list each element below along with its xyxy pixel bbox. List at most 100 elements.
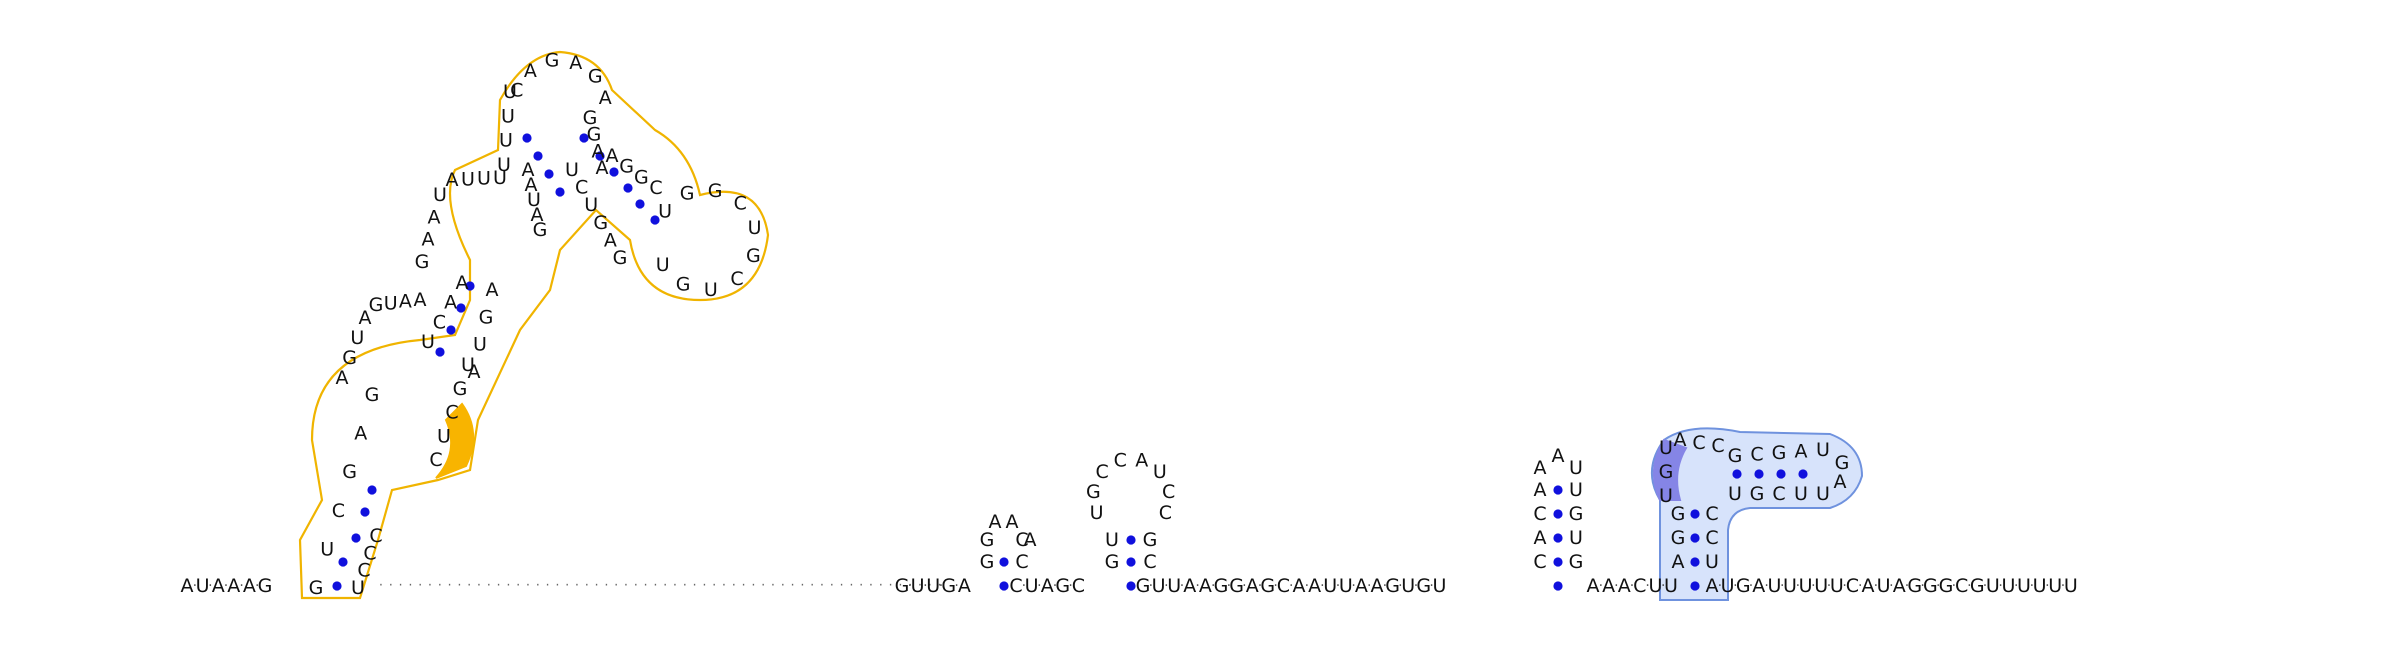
hairpin1-loop-base: A <box>989 511 1002 533</box>
gap-dot: · <box>742 579 746 594</box>
gap-dot: · <box>761 579 765 594</box>
domain-b-stem-base: C <box>1705 503 1718 525</box>
hairpin2-loop-base: C <box>1096 461 1109 483</box>
domain-a-stem-base: C <box>433 311 446 333</box>
domain-a-stem-base: C <box>332 500 345 522</box>
domain-b-junction-base: A <box>1674 429 1687 451</box>
gap-dot: · <box>497 579 501 594</box>
backbone-base: A <box>1706 575 1719 597</box>
backbone-base: U <box>1830 575 1844 597</box>
hairpin3-stem-base: A <box>1534 527 1547 549</box>
backbone-separator: · <box>1796 578 1800 594</box>
gap-dot: · <box>869 579 873 594</box>
gap-dot: · <box>908 579 912 594</box>
hairpin3-loop-base: A <box>1552 445 1565 467</box>
backbone-separator: · <box>1780 578 1784 594</box>
hairpin1-loop-base: A <box>1024 529 1037 551</box>
gap-dot: · <box>644 579 648 594</box>
domain-a-loop-base: G <box>680 183 695 205</box>
domain-a-loop-base: C <box>429 449 442 471</box>
backbone-base: G <box>1736 575 1751 597</box>
backbone-base: A <box>1371 575 1384 597</box>
domain-a-stem-base: G <box>583 107 598 129</box>
backbone-separator: · <box>1398 578 1402 594</box>
backbone-separator: · <box>939 578 943 594</box>
base-pair-dot <box>999 557 1009 567</box>
domain-b-arm-base: U <box>1816 439 1830 461</box>
gap-dot: · <box>438 579 442 594</box>
gap-dot: · <box>663 579 667 594</box>
backbone-separator: · <box>1614 578 1618 594</box>
base-pair-dot <box>999 581 1009 591</box>
backbone-separator: · <box>193 578 197 594</box>
domain-a-loop-base: A <box>599 87 612 109</box>
gap-dot: · <box>634 579 638 594</box>
base-pair-dot <box>1553 557 1563 567</box>
backbone-base: U <box>926 575 940 597</box>
base-pair-dot <box>595 151 605 161</box>
domain-a-stem-base: G <box>365 384 380 406</box>
hairpin3-stem-base: C <box>1533 503 1546 525</box>
gap-dot: · <box>800 579 804 594</box>
domain-a-loop-base: U <box>477 168 491 190</box>
backbone-separator: · <box>2014 578 2018 594</box>
domain-a-stem-base: A <box>456 272 469 294</box>
backbone-base: U <box>2064 575 2078 597</box>
backbone-separator: · <box>224 578 228 594</box>
gap-dot: · <box>859 579 863 594</box>
base-pair-dot <box>1553 485 1563 495</box>
backbone-separator: · <box>954 578 958 594</box>
gap-dot: · <box>781 579 785 594</box>
domain-a-stem-base: C <box>363 542 376 564</box>
backbone-separator: · <box>1383 578 1387 594</box>
domain-a-loop-base: G <box>545 50 560 72</box>
domain-a-loop-base: G <box>415 251 430 273</box>
base-pair-dot <box>1126 581 1136 591</box>
domain-fills <box>435 402 1864 601</box>
domain-a-stem-base: U <box>503 81 517 103</box>
backbone-base: A <box>1752 575 1765 597</box>
gap-dot: · <box>595 579 599 594</box>
backbone-separator: · <box>2030 578 2034 594</box>
domain-a-stem-base: G <box>587 124 602 146</box>
base-pair-dot <box>635 199 645 209</box>
backbone-base: A <box>1893 575 1906 597</box>
domain-a-stem-base: A <box>354 423 367 445</box>
gap-dot: · <box>408 579 412 594</box>
domain-a-loop-base: A <box>446 169 459 191</box>
backbone-separator: · <box>1305 578 1309 594</box>
domain-a-loop-base: U <box>658 200 672 222</box>
base-pair-dot <box>1732 469 1742 479</box>
gap-dot: · <box>889 579 893 594</box>
domain-a-loop-base: A <box>399 291 412 313</box>
linear-5prime-base: G <box>258 575 273 597</box>
hairpin2-loop-base: C <box>1114 450 1127 472</box>
hairpin2-loop-base: C <box>1159 502 1172 524</box>
backbone-separator: · <box>1053 578 1057 594</box>
base-pair-dot <box>1798 469 1808 479</box>
domain-b-stem-base: C <box>1705 527 1718 549</box>
backbone-base: C <box>1072 575 1085 597</box>
base-pair-dot <box>1553 581 1563 591</box>
gap-dot: · <box>653 579 657 594</box>
hairpin2-loop-base: U <box>1090 502 1104 524</box>
backbone-base: C <box>1277 575 1290 597</box>
backbone-base: U <box>2033 575 2047 597</box>
backbone-base: G <box>895 575 910 597</box>
backbone-base: U <box>1648 575 1662 597</box>
hairpin2-loop-base: A <box>1135 450 1148 472</box>
gap-dot: · <box>830 579 834 594</box>
backbone-base: G <box>1055 575 1070 597</box>
hairpin2-loop-base: U <box>1153 461 1167 483</box>
backbone-base: U <box>1783 575 1797 597</box>
backbone-base: G <box>1136 575 1151 597</box>
gap-dot: · <box>457 579 461 594</box>
domain-a-stem-base: A <box>444 292 457 314</box>
domain-a-loop-base: G <box>676 273 691 295</box>
gap-dot: · <box>683 579 687 594</box>
backbone-separator: · <box>1367 578 1371 594</box>
hairpin3-stem-base: G <box>1569 503 1584 525</box>
backbone-separator: · <box>1874 578 1878 594</box>
backbone-separator: · <box>1811 578 1815 594</box>
